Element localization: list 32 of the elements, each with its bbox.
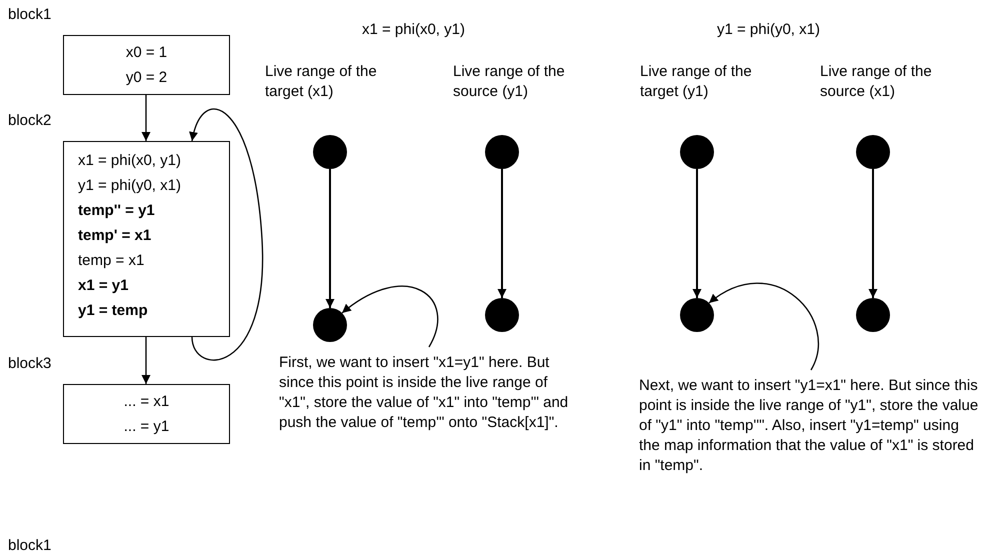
arrow <box>498 169 506 298</box>
column-heading: Live range of the target (x1) <box>265 62 378 102</box>
block-label: block2 <box>8 111 52 131</box>
code-line: y1 = temp <box>78 301 148 321</box>
column-heading: Live range of the target (y1) <box>640 62 753 102</box>
arrow <box>342 286 438 348</box>
code-line: temp'' = y1 <box>78 201 155 221</box>
loop-arrow <box>190 108 263 361</box>
code-line: y0 = 2 <box>126 68 168 88</box>
arrow <box>142 95 150 141</box>
phi-equation: x1 = phi(x0, y1) <box>362 20 466 40</box>
arrow <box>692 169 702 298</box>
code-line: temp' = x1 <box>78 226 152 246</box>
arrow <box>142 337 150 384</box>
note-text: First, we want to insert "x1=y1" here. But since this point is inside the live range of "x1", store the value of "x1" into "temp'" and push the value of "temp'" onto "Stack[x1]". <box>279 353 579 433</box>
arrow <box>326 169 334 308</box>
code-line: y1 = phi(y0, x1) <box>78 176 181 196</box>
code-line: x0 = 1 <box>126 43 168 63</box>
arrow <box>868 169 878 298</box>
column-heading: Live range of the source (x1) <box>820 62 933 102</box>
code-line: x1 = y1 <box>78 276 128 296</box>
block-label: block3 <box>8 354 52 374</box>
code-line: x1 = phi(x0, y1) <box>78 151 181 171</box>
code-line: ... = x1 <box>124 392 170 412</box>
code-line: temp = x1 <box>78 251 144 271</box>
note-text: Next, we want to insert "y1=x1" here. But since this point is inside the live range of "y1", store the value of "y1" into "temp''". Also, insert "y1=temp" using the map information that the value of "x1" is stored in "temp". <box>639 376 983 476</box>
column-heading: Live range of the source (y1) <box>453 62 566 102</box>
phi-equation: y1 = phi(y0, x1) <box>717 20 821 40</box>
block-label: block1 <box>8 5 52 25</box>
code-line: ... = y1 <box>124 417 170 437</box>
arrow <box>708 282 819 370</box>
block-label: block1 <box>8 536 52 554</box>
